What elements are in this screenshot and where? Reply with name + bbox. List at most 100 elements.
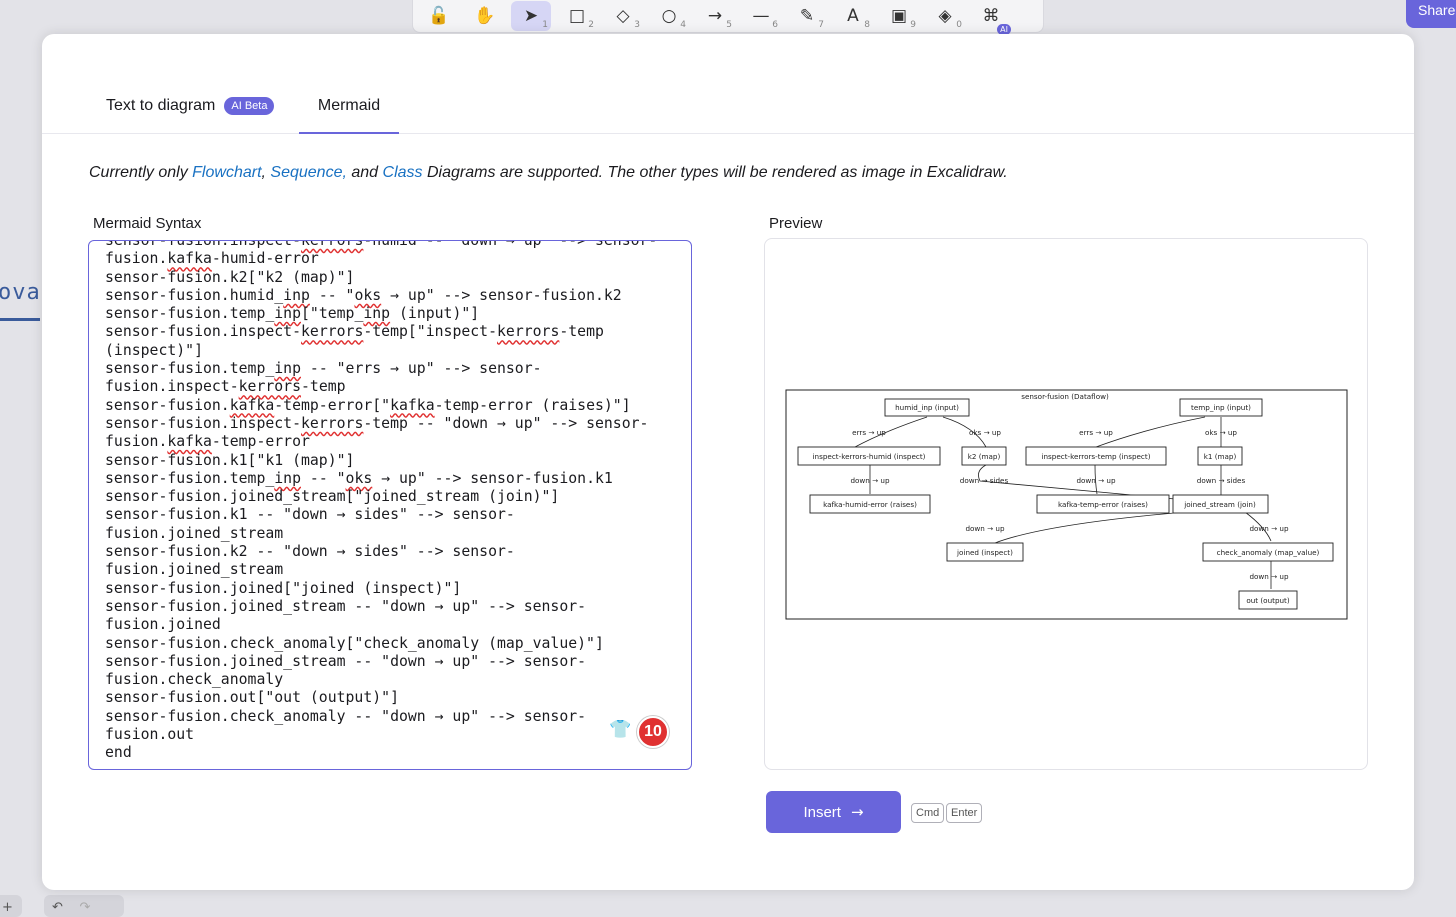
svg-text:out (output): out (output) bbox=[1246, 596, 1290, 605]
node-temp-inp bbox=[1179, 398, 1263, 417]
code-line[interactable]: sensor-fusion.kafka-temp-error["kafka-te… bbox=[105, 396, 631, 414]
code-line[interactable]: sensor-fusion.k2 -- "down → sides" --> s… bbox=[105, 543, 515, 561]
code-line[interactable]: fusion.check_anomaly bbox=[105, 671, 284, 689]
edge-temp-inspect bbox=[1095, 416, 1206, 448]
undo-button[interactable]: ↶ ↷ bbox=[44, 895, 124, 917]
code-line[interactable]: sensor-fusion.inspect-kerrors-temp -- "d… bbox=[105, 414, 649, 432]
code-line[interactable]: (inspect)"] bbox=[105, 341, 203, 359]
svg-text:humid_inp (input): humid_inp (input) bbox=[895, 403, 959, 412]
code-line[interactable]: sensor-fusion.temp_inp["temp_inp (input)… bbox=[105, 305, 480, 323]
code-line[interactable]: sensor-fusion.out["out (output)"] bbox=[105, 689, 399, 707]
syntax-label: Mermaid Syntax bbox=[93, 215, 202, 232]
code-line[interactable]: fusion.inspect-kerrors-temp bbox=[105, 378, 346, 396]
edge-js-joined bbox=[994, 511, 1186, 544]
sequence-link[interactable]: Sequence, bbox=[270, 164, 347, 181]
nodes bbox=[797, 398, 1334, 610]
code-line[interactable]: sensor-fusion.temp_inp -- "oks → up" -->… bbox=[105, 469, 613, 487]
svg-text:k2 (map): k2 (map) bbox=[968, 452, 1001, 461]
more-tools-icon[interactable]: ⌘AI bbox=[971, 1, 1011, 35]
svg-text:down → up: down → up bbox=[1249, 524, 1289, 533]
grammar-badge[interactable]: 10 bbox=[637, 716, 669, 748]
code-line[interactable]: fusion.kafka-temp-error bbox=[105, 433, 310, 451]
image-icon[interactable]: ▣9 bbox=[890, 6, 916, 30]
svg-text:errs → up: errs → up bbox=[852, 428, 886, 437]
node-kafka-humid bbox=[809, 494, 931, 514]
svg-text:inspect-kerrors-humid (inspect: inspect-kerrors-humid (inspect) bbox=[813, 452, 926, 461]
ai-beta-badge: AI Beta bbox=[224, 97, 275, 115]
node-check-anomaly bbox=[1202, 542, 1334, 562]
arrow-icon[interactable]: →5 bbox=[707, 6, 732, 30]
kbd-enter: Enter bbox=[946, 803, 983, 823]
node-labels: humid_inp (input) temp_inp (input) inspe… bbox=[813, 403, 1320, 605]
node-joined bbox=[946, 542, 1024, 562]
node-inspect-humid bbox=[797, 446, 941, 466]
code-text[interactable]: sensor-fusion.inspect-kerrors-humid -- "… bbox=[105, 240, 675, 763]
svg-text:kafka-humid-error (raises): kafka-humid-error (raises) bbox=[823, 500, 917, 509]
svg-text:joined (inspect): joined (inspect) bbox=[956, 548, 1013, 557]
code-line[interactable]: sensor-fusion.k1 -- "down → sides" --> s… bbox=[105, 506, 515, 524]
flowchart-link[interactable]: Flowchart bbox=[192, 164, 262, 181]
tab-mermaid[interactable]: Mermaid bbox=[299, 97, 399, 134]
svg-text:check_anomaly (map_value): check_anomaly (map_value) bbox=[1217, 548, 1320, 557]
svg-text:down → up: down → up bbox=[1076, 476, 1116, 485]
code-line[interactable]: fusion.joined_stream bbox=[105, 524, 284, 542]
code-line[interactable]: fusion.out bbox=[105, 726, 195, 744]
svg-text:down → up: down → up bbox=[850, 476, 890, 485]
code-line[interactable]: sensor-fusion.joined_stream -- "down → u… bbox=[105, 652, 587, 670]
dataflow-diagram: sensor-fusion (Dataflow) bbox=[785, 389, 1348, 620]
ellipse-icon[interactable]: ○4 bbox=[661, 6, 686, 30]
code-line[interactable]: sensor-fusion.joined_stream["joined_stre… bbox=[105, 488, 560, 506]
code-line[interactable]: sensor-fusion.check_anomaly -- "down → u… bbox=[105, 707, 587, 725]
share-button[interactable]: Share bbox=[1406, 0, 1456, 28]
bottom-bar: + ↶ ↷ bbox=[0, 895, 130, 917]
redo-icon[interactable]: ↷ bbox=[79, 900, 91, 915]
code-line[interactable]: sensor-fusion.inspect-kerrors-humid -- "… bbox=[105, 240, 658, 249]
undo-icon: ↶ bbox=[52, 900, 63, 915]
pencil-icon[interactable]: ✎7 bbox=[799, 6, 824, 30]
code-line[interactable]: sensor-fusion.joined["joined (inspect)"] bbox=[105, 579, 462, 597]
svg-text:oks → up: oks → up bbox=[969, 428, 1001, 437]
node-out bbox=[1238, 590, 1298, 610]
lock-icon[interactable]: 🔓 bbox=[428, 6, 450, 26]
insert-button[interactable]: Insert → bbox=[766, 791, 901, 833]
kbd-cmd: Cmd bbox=[911, 803, 945, 823]
mermaid-syntax-editor[interactable]: sensor-fusion.inspect-kerrors-humid -- "… bbox=[88, 240, 692, 770]
line-icon[interactable]: —6 bbox=[752, 6, 779, 30]
node-joined-stream bbox=[1172, 494, 1269, 514]
code-line[interactable]: fusion.joined_stream bbox=[105, 561, 284, 579]
shirt-icon[interactable]: 👕 bbox=[609, 719, 632, 739]
code-line[interactable]: sensor-fusion.check_anomaly["check_anoma… bbox=[105, 634, 604, 652]
svg-text:joined_stream (join): joined_stream (join) bbox=[1183, 500, 1256, 509]
insert-label: Insert bbox=[803, 803, 841, 821]
code-line[interactable]: sensor-fusion.inspect-kerrors-temp["insp… bbox=[105, 323, 604, 341]
svg-text:oks → up: oks → up bbox=[1205, 428, 1237, 437]
diamond-icon[interactable]: ◇3 bbox=[616, 6, 640, 30]
code-line[interactable]: end bbox=[105, 744, 132, 762]
code-line[interactable]: sensor-fusion.humid_inp -- "oks → up" --… bbox=[105, 286, 622, 304]
rectangle-icon[interactable]: □2 bbox=[568, 6, 594, 30]
preview-panel: sensor-fusion (Dataflow) bbox=[764, 238, 1368, 770]
selection-icon[interactable]: ➤1 bbox=[511, 1, 551, 31]
preview-label: Preview bbox=[769, 215, 823, 232]
code-line[interactable]: sensor-fusion.temp_inp -- "errs → up" --… bbox=[105, 360, 542, 378]
edge-labels: errs → up oks → up errs → up oks → up do… bbox=[850, 428, 1289, 581]
hand-icon[interactable]: ✋ bbox=[474, 6, 496, 26]
code-line[interactable]: sensor-fusion.k2["k2 (map)"] bbox=[105, 268, 355, 286]
eraser-icon[interactable]: ◈0 bbox=[938, 6, 962, 30]
edges bbox=[854, 416, 1272, 589]
svg-text:errs → up: errs → up bbox=[1079, 428, 1113, 437]
arrow-right-icon: → bbox=[850, 803, 864, 821]
code-line[interactable]: sensor-fusion.joined_stream -- "down → u… bbox=[105, 597, 587, 615]
svg-text:k1 (map): k1 (map) bbox=[1204, 452, 1237, 461]
edge-js-check bbox=[1244, 511, 1272, 542]
class-link[interactable]: Class bbox=[382, 164, 423, 181]
code-line[interactable]: sensor-fusion.k1["k1 (map)"] bbox=[105, 451, 355, 469]
diagram-title: sensor-fusion (Dataflow) bbox=[1021, 392, 1109, 401]
code-line[interactable]: fusion.kafka-humid-error bbox=[105, 250, 319, 268]
zoom-in-button[interactable]: + bbox=[0, 895, 22, 917]
code-line[interactable]: fusion.joined bbox=[105, 616, 221, 634]
